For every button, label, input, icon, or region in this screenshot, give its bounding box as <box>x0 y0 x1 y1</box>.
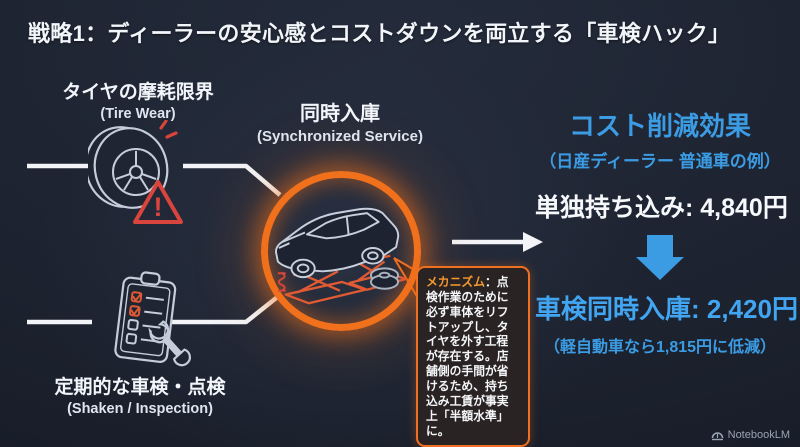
right-arrow-icon <box>523 232 543 252</box>
page-title: 戦略1：ディーラーの安心感とコストダウンを両立する「車検ハック」 <box>28 21 731 46</box>
brand-name: NotebookLM <box>727 429 790 441</box>
mechanism-callout: メカニズム：点検作業のために必ず車体をリフトアップし、タイヤを外す工程が存在する… <box>416 266 530 447</box>
wrench-icon <box>148 320 191 367</box>
inspection-node-label: 定期的な車検・点検 (Shaken / Inspection) <box>54 377 225 418</box>
center-node-label: 同時入庫 (Synchronized Service) <box>257 103 423 145</box>
highlight-ring <box>261 171 421 331</box>
brand-footer: NotebookLM <box>711 429 790 441</box>
cost-before: 単独持ち込み: 4,840円 <box>535 194 788 222</box>
notebooklm-logo-icon <box>711 432 723 441</box>
alert-marks-icon <box>159 120 178 139</box>
center-label: 同時入庫 <box>299 103 380 125</box>
car-body <box>274 207 400 279</box>
tire-to-center-line <box>183 163 282 197</box>
tire-sublabel: (Tire Wear) <box>100 105 176 122</box>
inspection-to-center-line <box>162 293 282 325</box>
svg-text:!: ! <box>154 192 163 222</box>
cost-heading: コスト削減効果 <box>568 111 751 141</box>
warning-triangle-icon: ! <box>133 180 183 224</box>
cost-panel: コスト削減効果 （日産ディーラー 普通車の例） 単独持ち込み: 4,840円 車… <box>535 106 798 357</box>
tire-label: タイヤの摩耗限界 <box>62 82 214 103</box>
cost-after: 車検同時入庫: 2,420円 <box>535 294 798 324</box>
cost-note: （軽自動車なら1,815円に低減） <box>543 339 777 356</box>
down-arrow-icon <box>636 235 684 280</box>
mechanism-text: ：点検作業のために必ず車体をリフトアップし、タイヤを外す工程が存在する。店舗側の… <box>426 275 509 438</box>
cost-subheading: （日産ディーラー 普通車の例） <box>539 152 781 171</box>
tire-node-label: タイヤの摩耗限界 (Tire Wear) <box>62 82 213 123</box>
car-on-lift-icon <box>274 207 407 305</box>
wheel-stack-icon <box>369 267 400 290</box>
inspection-label: 定期的な車検・点検 <box>54 377 226 398</box>
mechanism-highlight: メカニズム <box>426 275 485 289</box>
center-sublabel: (Synchronized Service) <box>257 128 423 145</box>
inspection-sublabel: (Shaken / Inspection) <box>67 400 213 417</box>
checklist-wrench-icon <box>114 271 191 367</box>
tire-icon: ! <box>88 120 183 224</box>
